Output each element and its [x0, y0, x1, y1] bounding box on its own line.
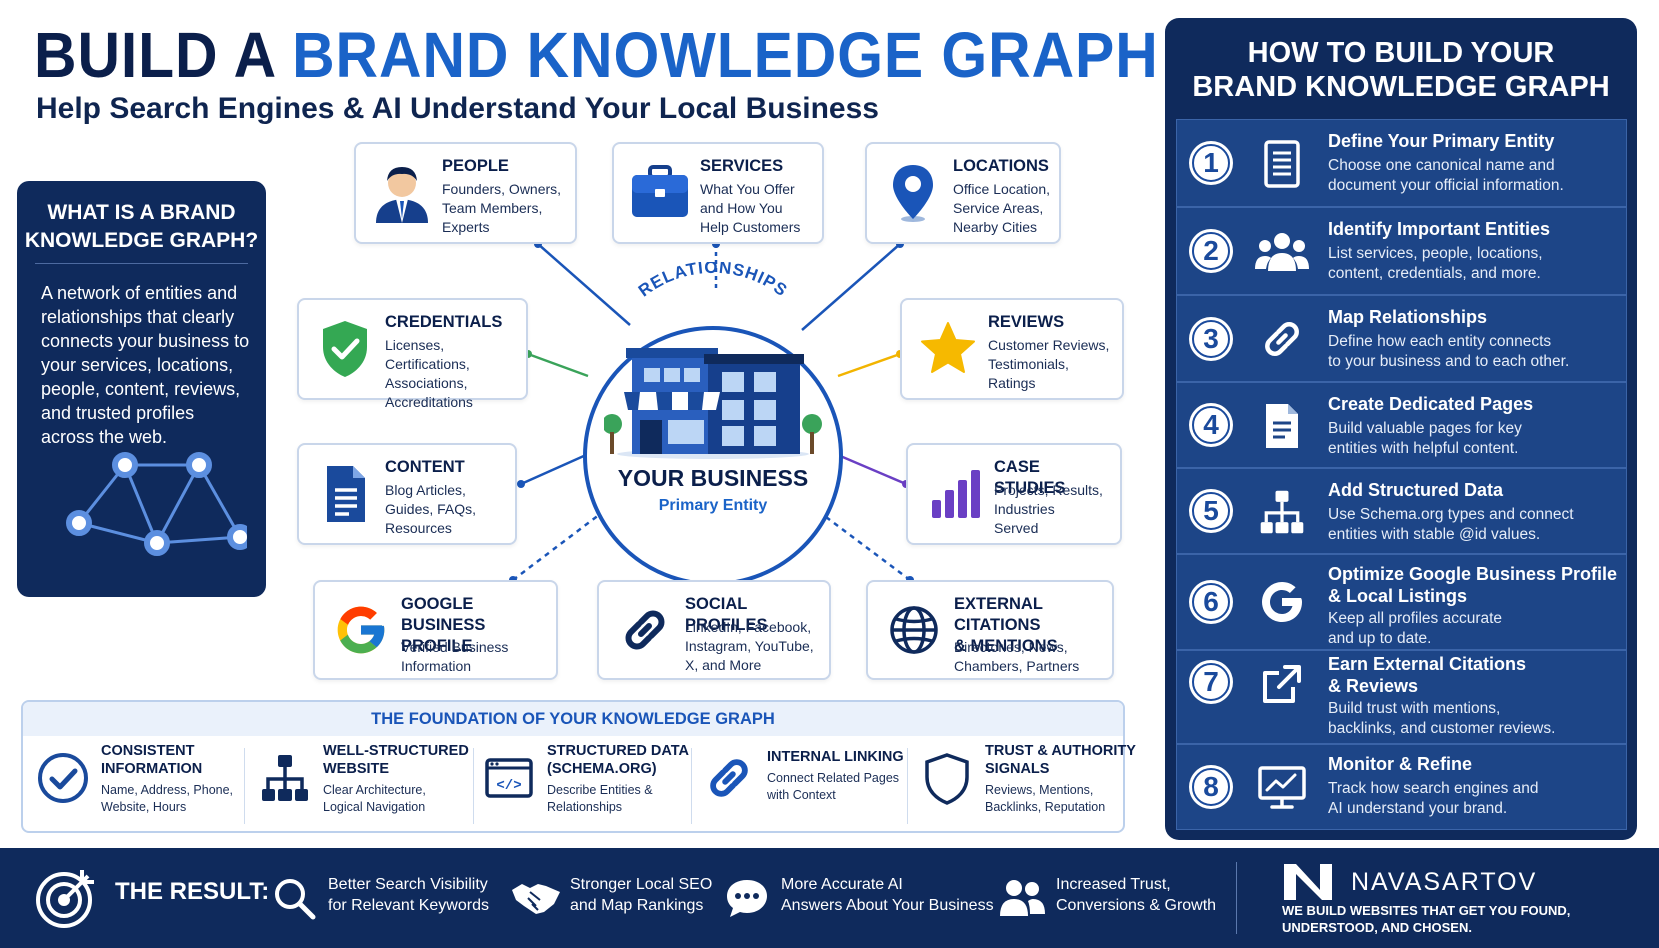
target-icon: [36, 870, 94, 928]
entity-card-credentials: CREDENTIALS Licenses, Certifications, As…: [297, 298, 528, 410]
what-is-text: A network of entities and relationships …: [41, 283, 250, 447]
divider: [35, 263, 248, 264]
step-number: 5: [1189, 489, 1233, 533]
step-number: 1: [1189, 141, 1233, 185]
brand-name: NAVASARTOV: [1351, 868, 1538, 896]
sitemap-icon: [257, 750, 313, 806]
foundation-title: THE FOUNDATION OF YOUR KNOWLEDGE GRAPH: [23, 702, 1123, 736]
briefcase-icon: [628, 161, 692, 225]
entity-card-content: CONTENT Blog Articles, Guides, FAQs, Res…: [297, 443, 517, 545]
google-icon: [329, 598, 393, 662]
divider: [1236, 862, 1237, 934]
divider: [473, 748, 474, 824]
storefront-icon: [604, 348, 822, 459]
handshake-icon: [510, 872, 562, 924]
brand-tagline: WE BUILD WEBSITES THAT GET YOU FOUND, UN…: [1282, 903, 1571, 935]
document-icon: [1255, 137, 1309, 191]
primary-entity-name: YOUR BUSINESS: [617, 465, 809, 491]
navasartov-logo: [1284, 864, 1332, 900]
google-g-icon: [1255, 575, 1309, 629]
what-is-panel: WHAT IS A BRAND KNOWLEDGE GRAPH? A netwo…: [17, 181, 266, 597]
step-number: 8: [1189, 765, 1233, 809]
entity-card-reviews: REVIEWS Customer Reviews, Testimonials, …: [900, 298, 1124, 400]
step-8: 8 Monitor & Refine Track how search engi…: [1176, 744, 1627, 830]
link-icon: [613, 598, 677, 662]
title-part2: BRAND KNOWLEDGE GRAPH: [292, 19, 1159, 91]
relationships-label: RELATIONSHIPS: [635, 262, 791, 300]
divider: [907, 748, 908, 824]
primary-entity-subtitle: Primary Entity: [658, 497, 768, 514]
step-6: 6 Optimize Google Business Profile& Loca…: [1176, 554, 1627, 650]
entity-card-services: SERVICES What You Offer and How You Help…: [612, 142, 824, 244]
steps-title: HOW TO BUILD YOUR BRAND KNOWLEDGE GRAPH: [1192, 37, 1610, 103]
document-icon: [313, 462, 377, 526]
link-icon: [1255, 312, 1309, 366]
location-pin-icon: [881, 161, 945, 225]
entity-card-locations: LOCATIONS Office Location, Service Areas…: [865, 142, 1061, 244]
foundation-item-structured-data: </> STRUCTURED DATA(SCHEMA.ORG) Describe…: [469, 742, 689, 830]
entity-card-case-studies: CASE STUDIES Projects, Results, Industri…: [906, 443, 1122, 545]
chat-bubble-icon: [721, 872, 773, 924]
search-icon: [268, 872, 320, 924]
check-circle-icon: [35, 750, 91, 806]
shield-icon: [919, 750, 975, 806]
divider: [244, 748, 245, 824]
entity-card-social-profiles: SOCIAL PROFILES LinkedIn, Facebook, Inst…: [597, 580, 831, 680]
step-number: 2: [1189, 229, 1233, 273]
users-icon: [996, 872, 1048, 924]
divider: [691, 748, 692, 824]
step-number: 4: [1189, 403, 1233, 447]
bar-chart-icon: [922, 462, 986, 526]
result-label: THE RESULT:: [115, 878, 270, 905]
step-number: 7: [1189, 660, 1233, 704]
external-link-icon: [1255, 657, 1309, 711]
step-number: 3: [1189, 317, 1233, 361]
what-is-title: WHAT IS A BRAND KNOWLEDGE GRAPH?: [24, 201, 259, 252]
page-subtitle: Help Search Engines & AI Understand Your…: [36, 92, 879, 125]
title-part1: BUILD A: [34, 19, 275, 91]
svg-text:RELATIONSHIPS: RELATIONSHIPS: [635, 262, 791, 300]
star-icon: [916, 317, 980, 381]
entity-card-external-citations: EXTERNAL CITATIONS & MENTIONS Directorie…: [866, 580, 1114, 680]
steps-panel: HOW TO BUILD YOUR BRAND KNOWLEDGE GRAPH …: [1165, 18, 1637, 840]
step-3: 3 Map Relationships Define how each enti…: [1176, 295, 1627, 382]
sitemap-icon: [1255, 485, 1309, 539]
code-window-icon: </>: [481, 750, 537, 806]
entity-card-people: PEOPLE Founders, Owners, Team Members, E…: [354, 142, 577, 244]
page-title: BUILD A BRAND KNOWLEDGE GRAPH: [34, 18, 1159, 92]
globe-icon: [882, 598, 946, 662]
step-7: 7 Earn External Citations& Reviews Build…: [1176, 650, 1627, 744]
entity-card-google-business-profile: GOOGLE BUSINESS PROFILE Verified Busines…: [313, 580, 558, 680]
step-1: 1 Define Your Primary Entity Choose one …: [1176, 119, 1627, 207]
foundation-panel: THE FOUNDATION OF YOUR KNOWLEDGE GRAPH C…: [21, 700, 1136, 833]
page-icon: [1255, 399, 1309, 453]
network-graph-icon: [66, 452, 247, 556]
step-number: 6: [1189, 580, 1233, 624]
step-5: 5 Add Structured Data Use Schema.org typ…: [1176, 468, 1627, 554]
person-icon: [370, 161, 434, 225]
step-4: 4 Create Dedicated Pages Build valuable …: [1176, 382, 1627, 468]
link-icon: [701, 750, 757, 806]
svg-text:</>: </>: [496, 778, 521, 794]
shield-check-icon: [313, 317, 377, 381]
users-group-icon: [1255, 225, 1309, 279]
step-2: 2 Identify Important Entities List servi…: [1176, 207, 1627, 295]
monitor-chart-icon: [1255, 761, 1309, 815]
